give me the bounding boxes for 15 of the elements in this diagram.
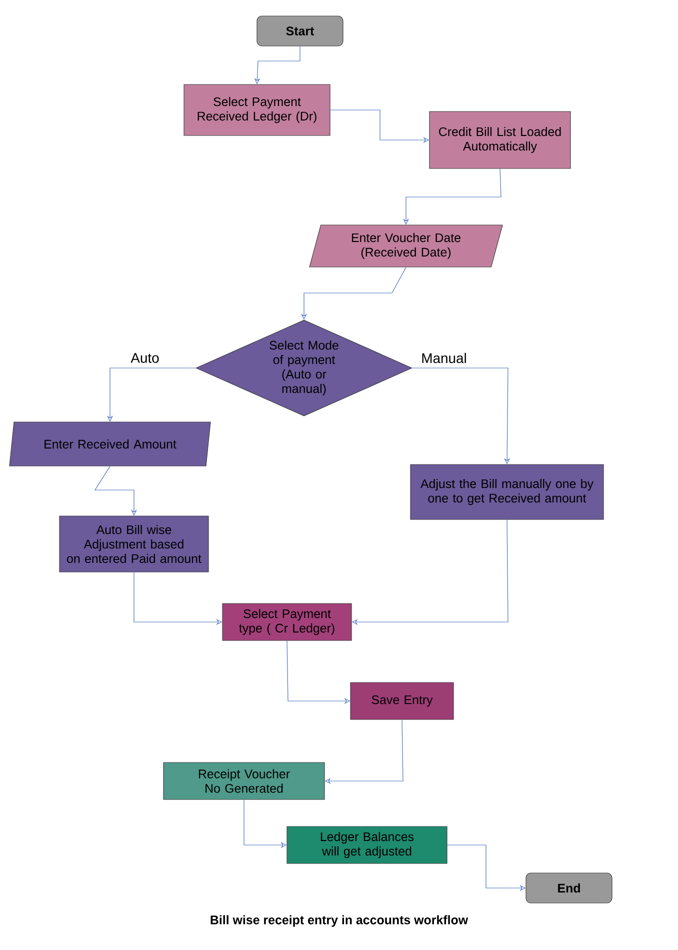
process-box: Ledger Balances will get adjusted xyxy=(286,826,448,864)
input-parallelogram: Enter Received Amount xyxy=(9,422,211,466)
process-box: Save Entry xyxy=(350,682,454,720)
caption: Bill wise receipt entry in accounts workflow xyxy=(210,915,468,927)
process-box: Receipt Voucher No Generated xyxy=(163,762,325,800)
process-box: Adjust the Bill manually one by one to get Received amount xyxy=(410,464,604,520)
process-box: Select Payment type ( Cr Ledger) xyxy=(222,603,352,641)
process-box: Credit Bill List Loaded Automatically xyxy=(429,111,571,169)
edge-label: Auto xyxy=(130,352,160,364)
start-terminal: Start xyxy=(256,16,344,46)
edge-label: Manual xyxy=(420,352,468,364)
end-terminal: End xyxy=(526,872,612,904)
process-box: Select Payment Received Ledger (Dr) xyxy=(184,84,330,136)
process-box: Auto Bill wise Adjustment based on entered Paid amount xyxy=(59,516,209,572)
input-parallelogram: Enter Voucher Date (Received Date) xyxy=(309,224,503,268)
